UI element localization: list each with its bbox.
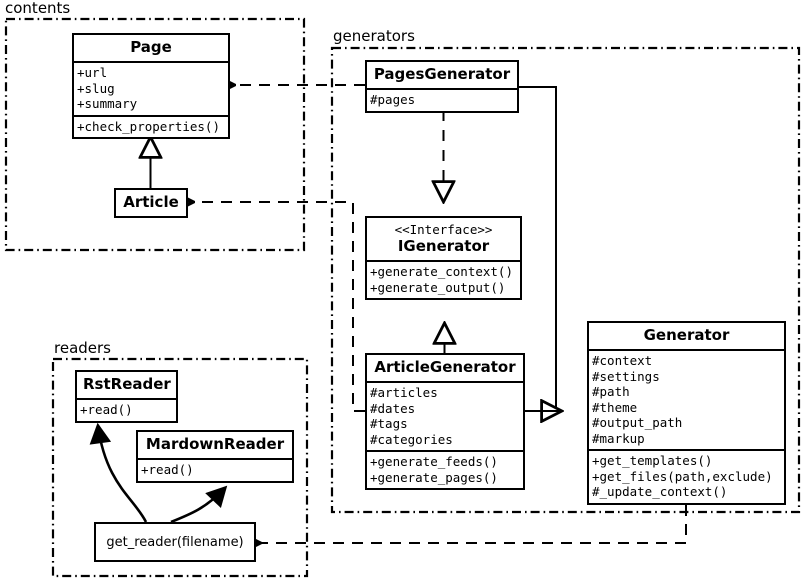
class-methods-articlegenerator: +generate_feeds() +generate_pages() xyxy=(367,450,523,488)
class-attributes-page: +url +slug +summary xyxy=(74,61,228,115)
class-title-pagesgenerator: PagesGenerator xyxy=(373,65,511,83)
rel-getreader-uses-mardownreader xyxy=(170,485,228,524)
class-methods-igenerator: +generate_context() +generate_output() xyxy=(367,260,520,298)
class-box-page[interactable]: Page +url +slug +summary +check_properti… xyxy=(72,33,230,139)
class-box-mardownreader[interactable]: MardownReader +read() xyxy=(136,430,294,483)
class-title-rstreader: RstReader xyxy=(83,375,171,393)
class-attributes-pagesgenerator: #pages xyxy=(367,88,517,111)
class-methods-generator: +get_templates() +get_files(path,exclude… xyxy=(589,449,784,503)
rel-articlegenerator-depends-article xyxy=(193,202,365,412)
class-box-articlegenerator[interactable]: ArticleGenerator #articles #dates #tags … xyxy=(365,353,525,490)
class-box-article[interactable]: Article xyxy=(114,188,188,218)
function-label-get-reader: get_reader(filename) xyxy=(106,534,244,550)
class-box-rstreader[interactable]: RstReader +read() xyxy=(75,370,178,423)
package-label-generators: generators xyxy=(331,27,417,45)
class-attributes-generator: #context #settings #path #theme #output_… xyxy=(589,349,784,449)
class-methods-page: +check_properties() xyxy=(74,114,228,138)
class-box-pagesgenerator[interactable]: PagesGenerator #pages xyxy=(365,60,519,113)
class-stereotype-igenerator: <<Interface>> xyxy=(394,222,493,237)
function-box-get-reader[interactable]: get_reader(filename) xyxy=(94,522,256,562)
rel-pagesgenerator-generalizes-generator xyxy=(519,86,563,411)
class-title-page: Page xyxy=(130,38,172,56)
package-label-readers: readers xyxy=(52,339,113,357)
class-title-igenerator: <<Interface>> IGenerator xyxy=(367,218,520,260)
rel-generator-depends-getreader xyxy=(260,505,687,543)
class-box-igenerator[interactable]: <<Interface>> IGenerator +generate_conte… xyxy=(365,216,522,300)
class-box-generator[interactable]: Generator #context #settings #path #them… xyxy=(587,321,786,505)
class-title-article: Article xyxy=(123,193,179,211)
class-attributes-articlegenerator: #articles #dates #tags #categories xyxy=(367,381,523,450)
class-title-generator: Generator xyxy=(643,326,730,344)
class-methods-mardownreader: +read() xyxy=(138,458,292,481)
package-label-contents: contents xyxy=(3,0,73,17)
class-title-articlegenerator: ArticleGenerator xyxy=(374,358,516,376)
class-title-mardownreader: MardownReader xyxy=(145,435,285,453)
class-methods-rstreader: +read() xyxy=(77,398,176,421)
